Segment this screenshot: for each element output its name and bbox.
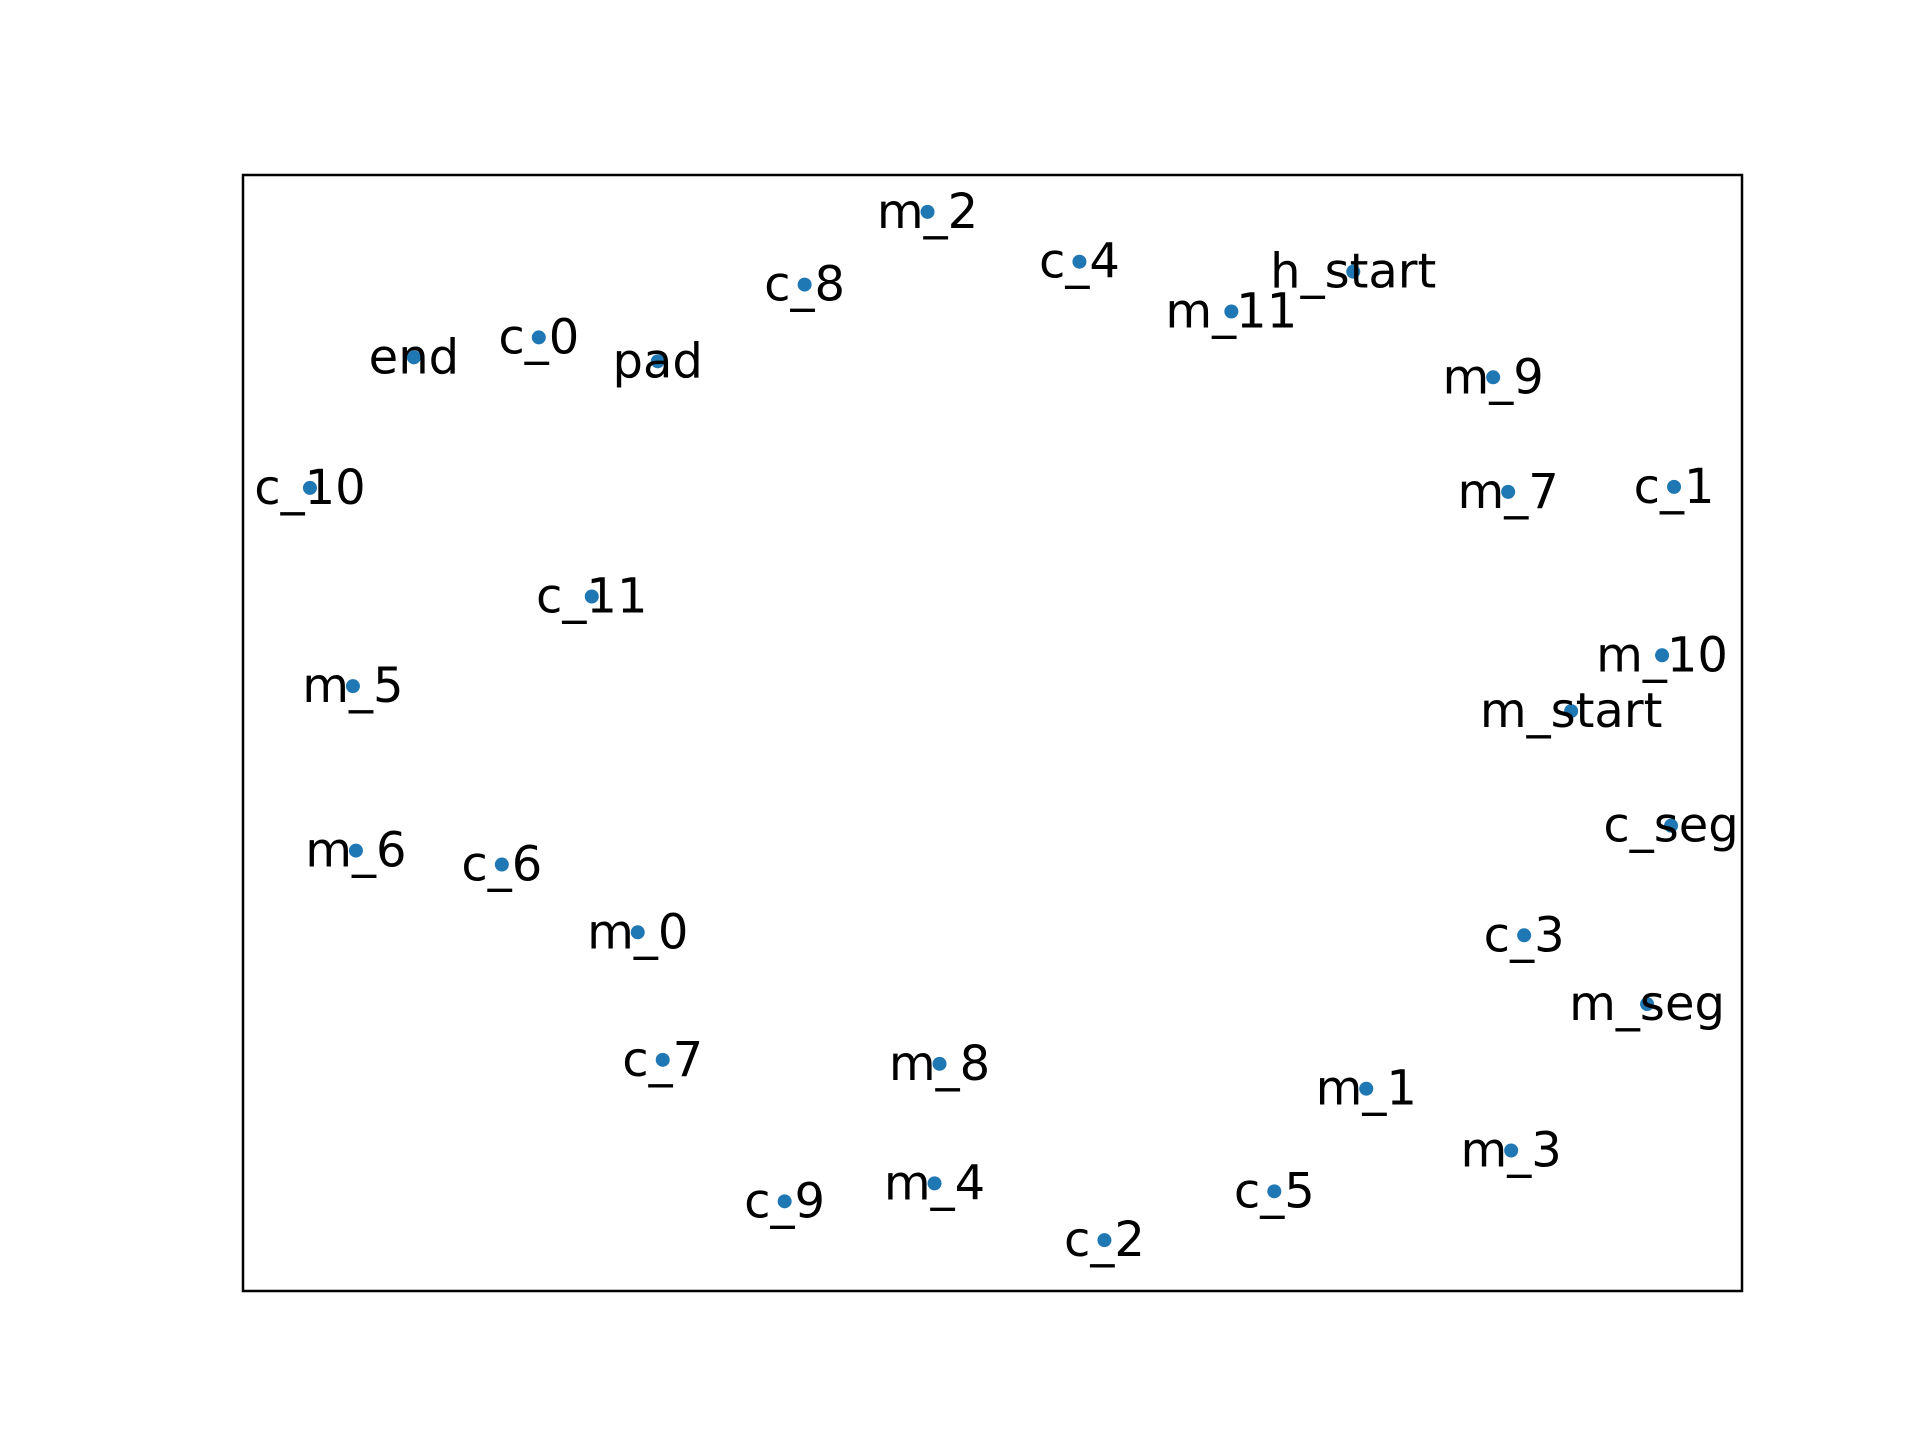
point-marker <box>494 857 509 872</box>
point-marker <box>302 480 317 495</box>
point-label: m_8 <box>889 1036 990 1092</box>
point-marker <box>531 330 546 345</box>
data-point-c-1: c_1 <box>1634 459 1715 515</box>
point-label: c_2 <box>1064 1212 1145 1268</box>
point-label: m_seg <box>1569 976 1725 1032</box>
data-point-c-6: c_6 <box>461 837 542 893</box>
data-point-m-2: m_2 <box>877 184 978 240</box>
point-marker <box>927 1176 942 1191</box>
point-label: end <box>369 329 459 385</box>
point-marker <box>1072 254 1087 269</box>
data-point-c-seg: c_seg <box>1603 798 1738 854</box>
data-point-c-10: c_10 <box>254 460 365 516</box>
point-marker <box>348 843 363 858</box>
data-point-m-10: m_10 <box>1596 627 1728 683</box>
point-marker <box>1224 304 1239 319</box>
point-label: c_8 <box>764 257 845 313</box>
point-marker <box>1359 1081 1374 1096</box>
point-marker <box>1655 648 1670 663</box>
point-marker <box>1346 264 1361 279</box>
data-point-m-9: m_9 <box>1443 349 1544 405</box>
point-label: m_2 <box>877 184 978 240</box>
point-label: pad <box>613 333 703 389</box>
data-point-c-9: c_9 <box>744 1173 825 1229</box>
data-point-h-start: h_start <box>1270 244 1436 300</box>
point-marker <box>920 204 935 219</box>
point-marker <box>655 1052 670 1067</box>
data-point-m-4: m_4 <box>884 1155 985 1211</box>
point-label: c_5 <box>1234 1163 1315 1219</box>
point-label: m_3 <box>1461 1123 1562 1179</box>
point-marker <box>584 589 599 604</box>
point-marker <box>1501 484 1516 499</box>
point-label: c_4 <box>1039 234 1120 290</box>
data-point-c-7: c_7 <box>622 1032 703 1088</box>
point-label: m_6 <box>305 823 406 879</box>
point-marker <box>1097 1233 1112 1248</box>
data-point-c-2: c_2 <box>1064 1212 1145 1268</box>
point-marker <box>406 350 421 365</box>
point-label: m_11 <box>1165 284 1297 340</box>
point-marker <box>345 679 360 694</box>
point-marker <box>1486 370 1501 385</box>
point-label: m_9 <box>1443 349 1544 405</box>
point-label: m_5 <box>302 658 403 714</box>
point-label: c_6 <box>461 837 542 893</box>
data-point-c-11: c_11 <box>536 568 647 624</box>
point-label: c_9 <box>744 1173 825 1229</box>
point-marker <box>1517 928 1532 943</box>
data-point-c-5: c_5 <box>1234 1163 1315 1219</box>
point-marker <box>630 925 645 940</box>
data-point-c-8: c_8 <box>764 257 845 313</box>
data-point-pad: pad <box>613 333 703 389</box>
point-marker <box>1664 818 1679 833</box>
data-point-end: end <box>369 329 459 385</box>
point-label: c_0 <box>498 309 579 365</box>
point-marker <box>1267 1184 1282 1199</box>
point-label: c_seg <box>1603 798 1738 854</box>
data-point-c-0: c_0 <box>498 309 579 365</box>
data-point-m-8: m_8 <box>889 1036 990 1092</box>
point-marker <box>1667 479 1682 494</box>
point-label: m_0 <box>587 904 688 960</box>
point-label: m_10 <box>1596 627 1728 683</box>
point-label: c_1 <box>1634 459 1715 515</box>
data-point-m-3: m_3 <box>1461 1123 1562 1179</box>
point-label: c_3 <box>1484 907 1565 963</box>
point-marker <box>1504 1143 1519 1158</box>
point-marker <box>1564 704 1579 719</box>
data-point-m-11: m_11 <box>1165 284 1297 340</box>
point-marker <box>1640 997 1655 1012</box>
plot-frame <box>241 173 1744 1293</box>
point-label: m_7 <box>1458 464 1559 520</box>
point-label: m_4 <box>884 1155 985 1211</box>
data-point-m-7: m_7 <box>1458 464 1559 520</box>
data-point-m-6: m_6 <box>305 823 406 879</box>
data-point-c-4: c_4 <box>1039 234 1120 290</box>
point-marker <box>932 1056 947 1071</box>
data-point-m-seg: m_seg <box>1569 976 1725 1032</box>
point-marker <box>650 354 665 369</box>
point-label: c_7 <box>622 1032 703 1088</box>
data-point-m-0: m_0 <box>587 904 688 960</box>
point-label: m_start <box>1480 683 1663 739</box>
data-point-m-start: m_start <box>1480 683 1663 739</box>
point-label: c_11 <box>536 568 647 624</box>
point-marker <box>797 277 812 292</box>
point-label: c_10 <box>254 460 365 516</box>
point-label: m_1 <box>1316 1061 1417 1117</box>
data-point-m-5: m_5 <box>302 658 403 714</box>
data-point-m-1: m_1 <box>1316 1061 1417 1117</box>
data-point-c-3: c_3 <box>1484 907 1565 963</box>
point-marker <box>777 1194 792 1209</box>
point-label: h_start <box>1270 244 1436 300</box>
